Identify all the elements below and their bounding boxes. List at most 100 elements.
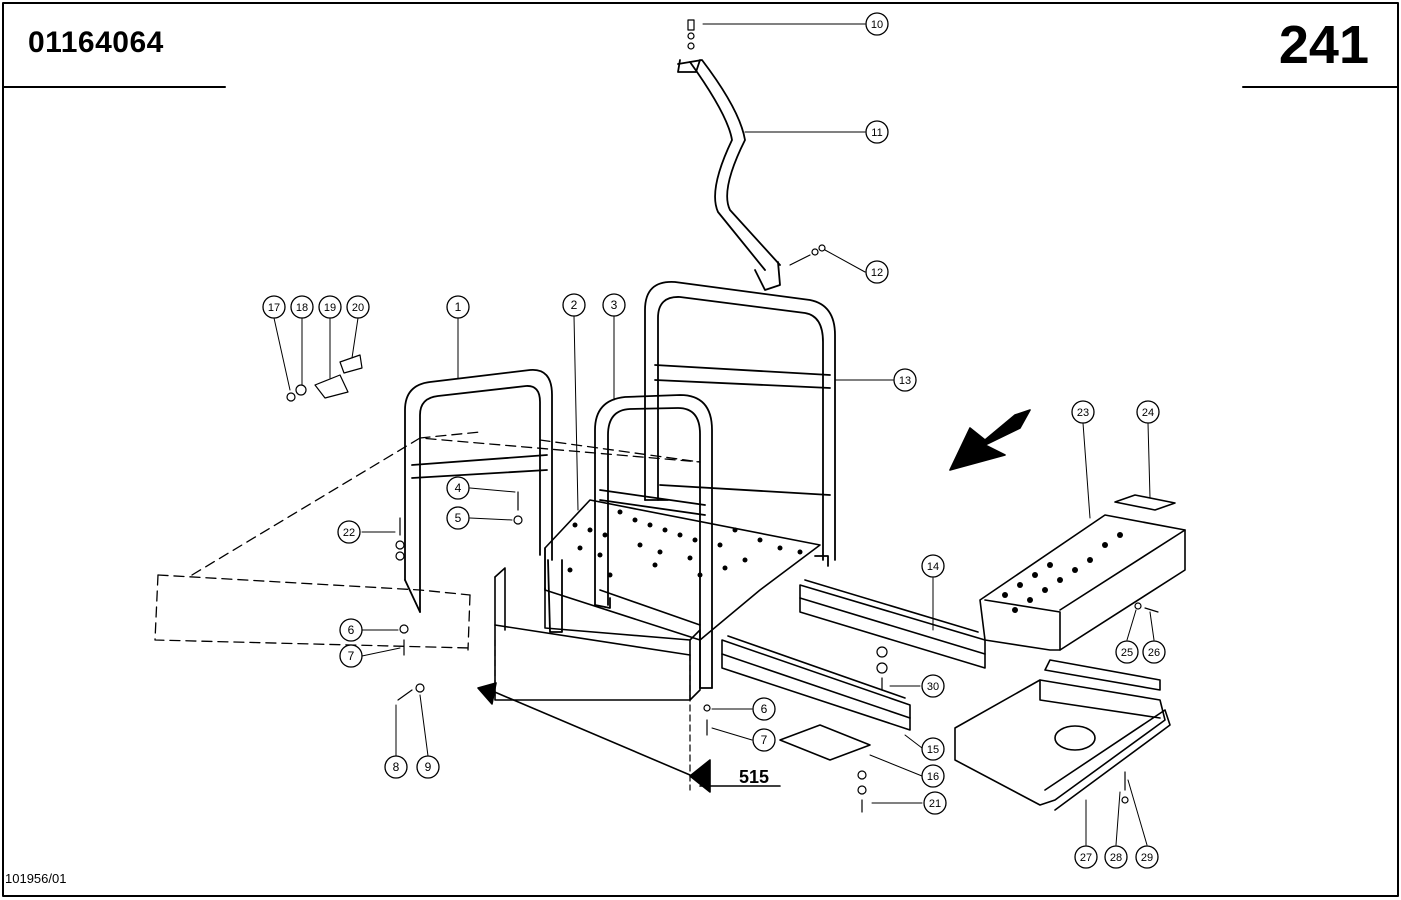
part-number: 01164064 (28, 26, 164, 59)
callout-number: 6 (348, 623, 355, 637)
callout-balloon (921, 764, 945, 788)
handrail-left (404, 369, 563, 633)
floor-plate-holes (567, 509, 803, 578)
callout-7: 7 (752, 728, 776, 752)
callout-number: 19 (324, 302, 336, 314)
callout-21: 21 (923, 791, 947, 815)
callout-balloon (1142, 640, 1166, 664)
hardware (286, 19, 1159, 813)
callout-30: 30 (921, 674, 945, 698)
callout-27: 27 (1074, 845, 1098, 869)
step-box (494, 567, 701, 701)
callout-balloon (602, 293, 626, 317)
callout-11: 11 (865, 120, 889, 144)
callout-number: 18 (296, 302, 308, 314)
callout-2: 2 (562, 293, 586, 317)
drawing-reference: 101956/01 (5, 871, 67, 886)
callout-balloon (384, 755, 408, 779)
callout-balloon (921, 737, 945, 761)
callout-number: 9 (425, 760, 432, 774)
callout-number: 28 (1110, 852, 1122, 864)
callout-balloon (1115, 640, 1139, 664)
callout-20: 20 (346, 295, 370, 319)
callout-balloon (1135, 845, 1159, 869)
callout-number: 4 (455, 481, 462, 495)
callout-balloon (339, 644, 363, 668)
callout-number: 10 (871, 19, 883, 31)
callout-18: 18 (290, 295, 314, 319)
callout-number: 14 (927, 561, 939, 573)
callout-number: 25 (1121, 647, 1133, 659)
callout-balloon (446, 506, 470, 530)
callout-number: 8 (393, 760, 400, 774)
callout-number: 7 (761, 733, 768, 747)
page-number: 241 (1278, 15, 1369, 75)
dimension-label: 515 (739, 767, 770, 787)
callout-balloon (290, 295, 314, 319)
callout-12: 12 (865, 260, 889, 284)
callout-number: 6 (761, 702, 768, 716)
callout-5: 5 (446, 506, 470, 530)
callout-balloon (1074, 845, 1098, 869)
callout-3: 3 (602, 293, 626, 317)
callout-13: 13 (893, 368, 917, 392)
callout-17: 17 (262, 295, 286, 319)
curved-support-tube (677, 59, 781, 291)
handrail-middle (594, 394, 713, 689)
callout-number: 13 (899, 375, 911, 387)
callout-16: 16 (921, 764, 945, 788)
handrail-rear (644, 281, 836, 567)
callout-balloon (346, 295, 370, 319)
callout-number: 20 (352, 302, 364, 314)
leader-lines (273, 23, 1155, 846)
callout-balloon (339, 618, 363, 642)
direction-arrow (949, 409, 1031, 471)
channel-14 (799, 579, 986, 669)
callout-balloon (262, 295, 286, 319)
callout-balloon (893, 368, 917, 392)
callout-balloon (865, 260, 889, 284)
callout-balloon (416, 755, 440, 779)
callout-balloon (923, 791, 947, 815)
callout-balloon (1104, 845, 1128, 869)
callout-balloon (752, 697, 776, 721)
callout-balloon (446, 295, 470, 319)
callout-number: 27 (1080, 852, 1092, 864)
callout-24: 24 (1136, 400, 1160, 424)
callout-number: 23 (1077, 407, 1089, 419)
lower-frame (954, 659, 1171, 811)
callout-29: 29 (1135, 845, 1159, 869)
callout-number: 15 (927, 744, 939, 756)
callout-balloon (865, 120, 889, 144)
floor-plate (544, 499, 821, 641)
callout-balloon (562, 293, 586, 317)
callout-number: 7 (348, 649, 355, 663)
callout-25: 25 (1115, 640, 1139, 664)
step-housing (979, 514, 1186, 651)
callout-19: 19 (318, 295, 342, 319)
callout-number: 1 (455, 300, 462, 314)
callout-balloon (1136, 400, 1160, 424)
small-plate (1114, 494, 1176, 511)
callout-9: 9 (416, 755, 440, 779)
callout-number: 5 (455, 511, 462, 525)
callout-number: 24 (1142, 407, 1154, 419)
bracket-plate (779, 724, 871, 761)
callout-balloon (865, 12, 889, 36)
callout-number: 29 (1141, 852, 1153, 864)
callout-15: 15 (921, 737, 945, 761)
callout-number: 2 (571, 298, 578, 312)
callout-23: 23 (1071, 400, 1095, 424)
callout-number: 3 (611, 298, 618, 312)
callout-balloon (337, 520, 361, 544)
channel-15 (721, 635, 911, 731)
callout-6: 6 (339, 618, 363, 642)
callout-number: 17 (268, 302, 280, 314)
callout-1: 1 (446, 295, 470, 319)
callout-number: 22 (343, 527, 355, 539)
callout-7: 7 (339, 644, 363, 668)
